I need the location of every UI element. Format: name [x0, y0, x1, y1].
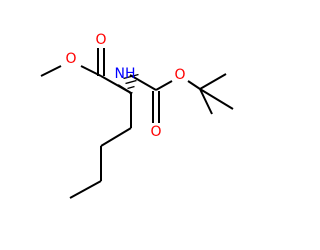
bond-tbutyl-methyl-right: [199, 88, 234, 110]
bond-alpha-carbon-to-nh: [117, 84, 132, 94]
carbonyl-oxygen-label: O: [95, 32, 106, 48]
bond-oxygen-to-tbutyl-carbon: [187, 80, 201, 90]
carbamate-carbonyl-oxygen-label: O: [150, 124, 161, 140]
bond-tbutyl-methyl-up: [199, 73, 227, 90]
carbamate-oxygen-label: O: [174, 67, 185, 83]
bond-methyl-ester-oxygen: [40, 65, 62, 77]
nh-label: NH: [115, 66, 136, 82]
bond-nh-to-carbamate-carbon: [129, 74, 157, 91]
structure-canvas: O O O NH O O: [40, 32, 234, 199]
bond-chain-2: [100, 127, 132, 147]
molecule-drawing: O O O NH O O: [40, 32, 234, 199]
bond-carbamate-carbon-to-oxygen: [155, 80, 173, 91]
bond-chain-4: [69, 180, 102, 199]
bond-tbutyl-methyl-down: [199, 88, 213, 115]
ester-oxygen-label: O: [65, 51, 76, 67]
